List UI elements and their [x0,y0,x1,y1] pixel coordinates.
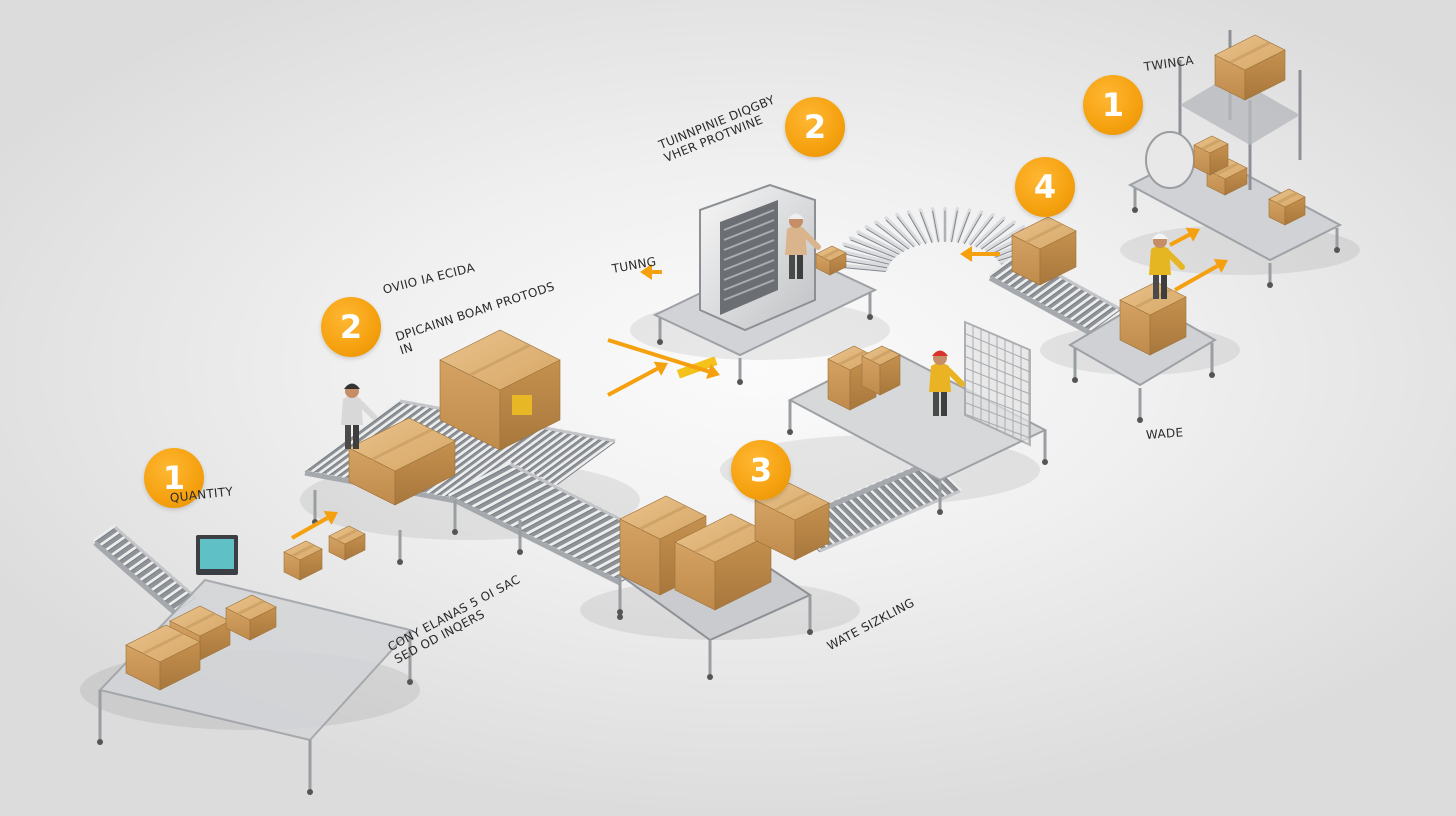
box [1268,188,1306,226]
step-badge-1: 1 [144,448,204,508]
caster [617,609,623,615]
monitor-screen [200,539,234,569]
caster [617,614,623,620]
machines [196,30,1302,575]
workers [341,213,1185,449]
box [815,245,847,276]
caster [407,679,413,685]
flow-arrows [291,227,1228,540]
caster [787,429,793,435]
caster [1267,282,1273,288]
rack-icon [1145,30,1302,190]
boxes [125,34,1306,691]
caster [737,379,743,385]
receiving-roller-ramp [93,524,197,615]
arrow-icon [1169,227,1200,247]
step-badge-2: 2 [321,297,381,357]
caster [97,739,103,745]
step-badge-1b: 1 [1083,75,1143,135]
caster [452,529,458,535]
arrow-icon [960,246,1000,262]
caster [867,314,873,320]
arrow-icon [291,510,338,540]
box [225,594,277,641]
caster [937,509,943,515]
box [283,540,323,581]
caster [1132,207,1138,213]
caption-wade: WADE [1145,425,1184,442]
caster [517,549,523,555]
box [348,417,456,506]
person-icon [1149,233,1185,299]
caster [1334,247,1340,253]
arrow-icon [607,361,668,397]
person-icon [785,213,821,279]
box [1011,216,1077,286]
caster [1137,417,1143,423]
caster [1209,372,1215,378]
box [861,345,901,396]
person-icon [341,383,377,449]
arrow-icon [640,264,662,280]
box [1206,158,1248,196]
caster [707,674,713,680]
arrow-icon [607,338,720,380]
box [1214,34,1286,101]
caster [1042,459,1048,465]
step-badge-3: 3 [731,440,791,500]
caster [657,339,663,345]
caster [807,629,813,635]
box-label [512,395,532,415]
step-badge-4: 4 [1015,157,1075,217]
box [125,624,201,691]
person-icon [929,350,965,416]
roll-icon [1145,131,1195,189]
box [439,329,561,451]
box [328,525,366,561]
step-badge-2b: 2 [785,97,845,157]
machine-icon [699,183,816,332]
caster [307,789,313,795]
arrow-icon [1174,258,1228,292]
box [1193,135,1229,176]
box [674,513,772,611]
caster [1072,377,1078,383]
caster [397,559,403,565]
